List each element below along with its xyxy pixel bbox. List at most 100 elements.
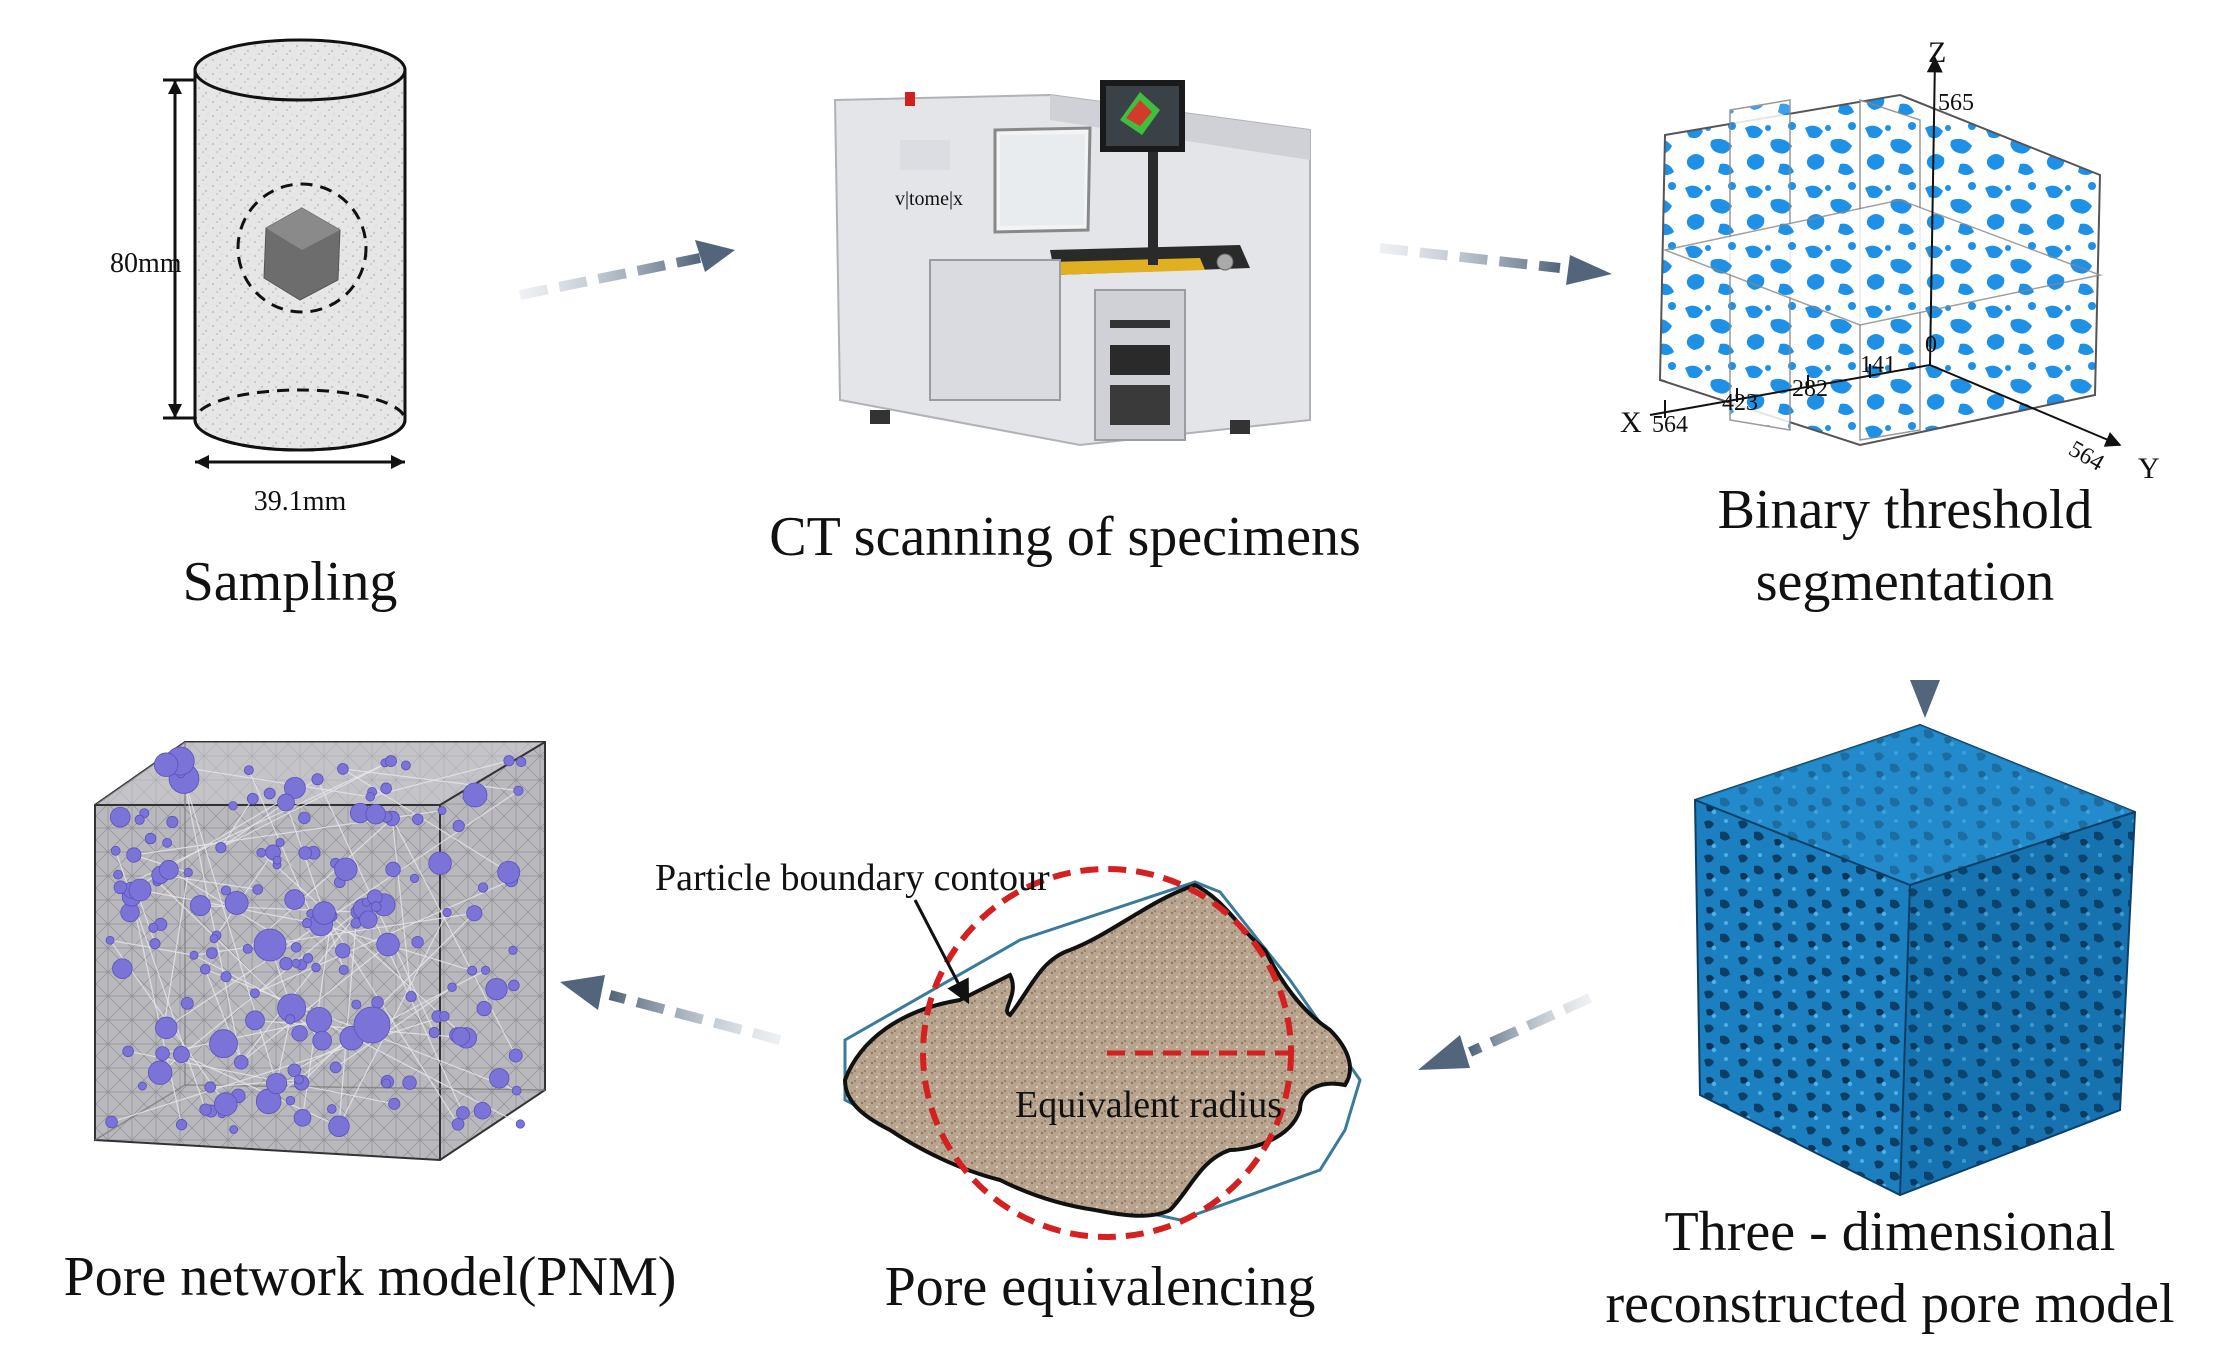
pore-sphere (284, 889, 305, 910)
y-max-tick: 564 (2064, 436, 2108, 477)
pore-throat (159, 896, 376, 1074)
pore-throat (342, 768, 510, 873)
pore-sphere (428, 851, 452, 875)
pore-sphere (137, 1081, 147, 1091)
pore-sphere (447, 982, 457, 993)
pore-sphere (112, 958, 133, 979)
pore-sphere (183, 867, 193, 878)
x-tick-0: 564 (1652, 412, 1688, 438)
pore-sphere (511, 1085, 522, 1096)
pore-throat (162, 872, 189, 1030)
pore-sphere (412, 813, 424, 825)
pore-sphere (113, 869, 123, 880)
pore-throat (247, 818, 393, 950)
pore-sphere (284, 777, 306, 799)
pore-sphere (253, 928, 287, 962)
pore-sphere (279, 956, 293, 971)
pore-throat (338, 923, 357, 1127)
pore-sphere (110, 845, 121, 856)
pore-sphere (371, 996, 384, 1009)
binary-threshold-stage: Z 565 X 564 423 282 141 0 564 Y Binary t… (1620, 36, 2160, 613)
pore-sphere (246, 792, 259, 805)
pore-sphere (508, 945, 518, 955)
pore-sphere (437, 806, 447, 815)
pore-sphere (466, 905, 483, 922)
pore-sphere (204, 1081, 216, 1093)
pore-equivalencing-stage: Particle boundary contour Equivalent rad… (655, 857, 1362, 1318)
pore-sphere (291, 1025, 308, 1042)
pore-sphere (243, 765, 254, 776)
pore-sphere (485, 978, 508, 1001)
pore-sphere (451, 1027, 471, 1046)
pore-throat (131, 896, 183, 1125)
ct-caption: CT scanning of specimens (769, 506, 1361, 568)
pore-throat (162, 1019, 320, 1055)
pore-sphere (189, 895, 211, 917)
pore-sphere (162, 837, 173, 848)
pore-sphere (365, 803, 386, 825)
pore-throat (370, 760, 510, 798)
pore-sphere (285, 1095, 296, 1106)
pore-throat (193, 912, 475, 956)
pore-throat (220, 802, 287, 849)
pore-sphere (128, 878, 152, 902)
pore-sphere (516, 756, 527, 768)
pore-sphere (180, 996, 194, 1010)
reconstructed-caption-line1: Three - dimensional (1665, 1201, 2116, 1263)
reconstructed-caption-line2: reconstructed pore model (1605, 1273, 2174, 1335)
pore-sphere (228, 801, 238, 811)
pore-sphere (456, 1106, 470, 1120)
pore-throat (133, 854, 189, 874)
pore-sphere (126, 847, 142, 863)
pore-sphere (329, 1061, 342, 1074)
pore-sphere (209, 934, 219, 944)
ct-scanner-machine: v|tome|x (833, 80, 1311, 447)
pore-sphere (508, 979, 520, 992)
pore-sphere (250, 988, 260, 999)
pore-throat (275, 1019, 291, 1084)
pore-sphere (476, 1001, 492, 1017)
pore-sphere (245, 1010, 265, 1031)
pore-sphere (400, 760, 411, 771)
pore-sphere (370, 901, 382, 913)
pore-sphere (388, 1097, 401, 1110)
pore-throat (160, 874, 258, 891)
ct-scanning-stage: v|tome|x CT scanning of specimens (769, 80, 1361, 568)
pore-sphere (411, 935, 424, 949)
pore-sphere (206, 947, 218, 959)
pore-sphere (298, 846, 313, 860)
pore-sphere (109, 806, 131, 828)
pore-throat (111, 1015, 445, 1123)
binary-caption-line1: Binary threshold (1718, 479, 2093, 541)
pore-sphere (442, 907, 452, 918)
pore-sphere (467, 965, 478, 976)
pore-sphere (149, 938, 161, 950)
pore-sphere (335, 943, 351, 959)
pore-sphere (284, 1014, 296, 1025)
pore-sphere (224, 891, 249, 915)
pore-sphere (353, 1006, 391, 1044)
pore-sphere (294, 1074, 304, 1085)
pore-sphere (302, 952, 314, 964)
pore-sphere (134, 814, 145, 825)
pore-sphere (497, 860, 521, 884)
pore-sphere (266, 1072, 288, 1095)
pore-sphere (172, 1046, 190, 1063)
pore-sphere (263, 787, 276, 800)
reconstructed-pore-stage: Three - dimensional reconstructed pore m… (1605, 723, 2175, 1335)
pore-sphere (311, 773, 324, 786)
pore-sphere (334, 857, 358, 881)
pore-sphere (385, 755, 397, 767)
pore-sphere (199, 963, 211, 975)
pore-sphere (402, 1075, 417, 1090)
pore-throat (301, 912, 475, 1084)
particle-shape (842, 882, 1352, 1218)
pore-sphere (376, 932, 400, 957)
x-tick-1: 423 (1722, 390, 1758, 416)
pore-sphere (220, 971, 232, 983)
pore-throat (342, 768, 519, 792)
pore-sphere (122, 1045, 134, 1058)
pore-sphere (311, 962, 321, 973)
axis-x-label: X (1620, 406, 1642, 439)
